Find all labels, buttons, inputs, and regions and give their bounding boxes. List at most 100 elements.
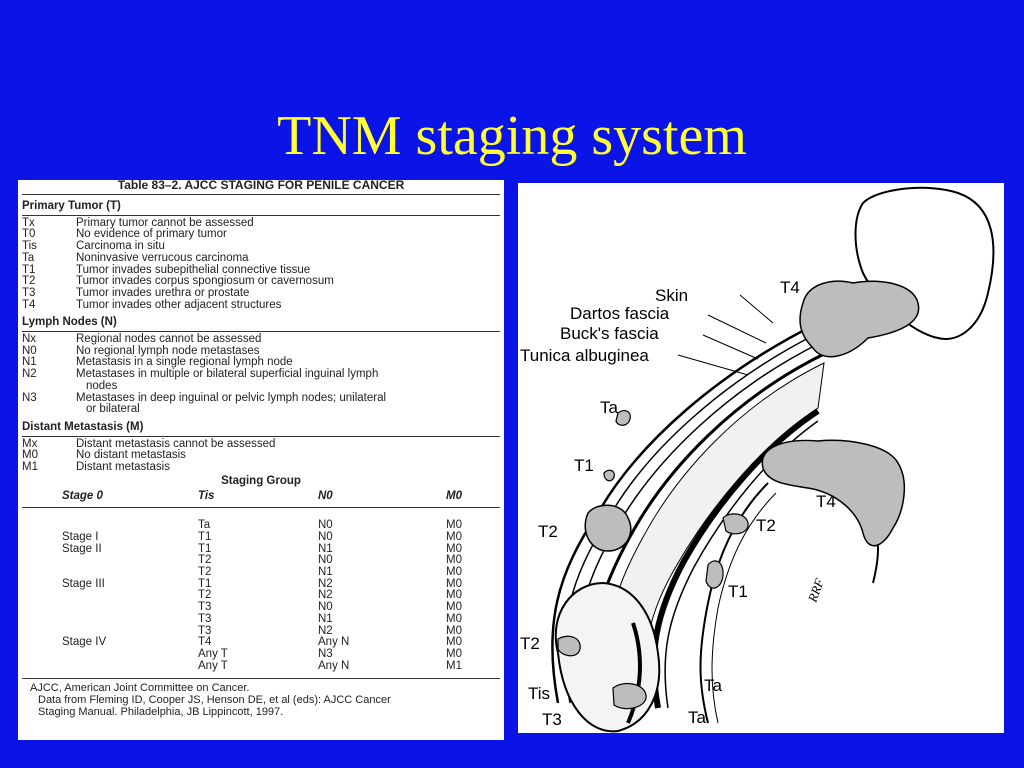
label-ta-lower-1: Ta xyxy=(704,676,723,695)
definition-text: Carcinoma in situ xyxy=(76,240,165,253)
t-cell: T3 xyxy=(198,601,212,614)
stage-cell xyxy=(22,626,198,638)
lymph-nodes-heading: Lymph Nodes (N) xyxy=(22,311,500,333)
definition-code: N3 xyxy=(22,391,37,404)
label-skin: Skin xyxy=(655,286,688,305)
ajcc-staging-table: Table 83–2. AJCC STAGING FOR PENILE CANC… xyxy=(18,180,504,740)
leader-dartos xyxy=(707,314,767,344)
distant-metastasis-heading: Distant Metastasis (M) xyxy=(22,416,500,437)
staging-col-m: M0 xyxy=(446,490,462,503)
definition-code: M1 xyxy=(22,461,38,474)
staging-group-header-row: Stage 0 Tis N0 M0 xyxy=(22,487,500,509)
m-cell: M0 xyxy=(446,612,462,625)
definition-code: T3 xyxy=(22,286,36,299)
definition-code: Mx xyxy=(22,437,38,450)
definition-row: Nx Regional nodes cannot be assessed xyxy=(22,333,500,346)
definition-code: N2 xyxy=(22,368,37,381)
definition-code: T1 xyxy=(22,263,36,276)
label-t1-upper: T1 xyxy=(574,456,594,475)
definition-row: T2 Tumor invades corpus spongiosum or cav… xyxy=(22,276,500,288)
tumor-t4-top xyxy=(799,280,920,358)
t-cell: T2 xyxy=(198,554,212,567)
stage-cell xyxy=(22,555,198,567)
stage-cell xyxy=(22,661,198,673)
t-cell: T4 xyxy=(198,636,212,649)
definition-text: Tumor invades urethra or prostate xyxy=(76,286,250,299)
definition-code: T2 xyxy=(22,275,36,288)
definition-row: M1 Distant metastasis xyxy=(22,461,500,474)
meatus xyxy=(626,622,642,724)
slide-title: TNM staging system xyxy=(277,105,747,167)
m-cell: M0 xyxy=(446,601,462,614)
tumor-ta-upper xyxy=(615,409,631,426)
n-cell: N0 xyxy=(318,519,333,532)
definition-text: Tumor invades other adjacent structures xyxy=(76,298,282,311)
n-cell: N1 xyxy=(318,542,333,555)
label-t4-top: T4 xyxy=(780,278,800,297)
stage-cell xyxy=(22,567,198,579)
staging-group-heading: Staging Group xyxy=(221,474,301,487)
stage-cell xyxy=(22,520,198,532)
stage-cell xyxy=(22,602,198,614)
leader-skin xyxy=(739,294,774,324)
m-cell: M0 xyxy=(446,636,462,649)
leader-bucks xyxy=(702,334,759,360)
label-tunica-albuginea: Tunica albuginea xyxy=(520,346,649,365)
definition-code: Tx xyxy=(22,216,35,229)
definition-text: Distant metastasis xyxy=(76,461,170,474)
n-cell: Any N xyxy=(318,659,350,672)
m-cell: M1 xyxy=(446,659,462,672)
definition-text: Tumor invades corpus spongiosum or caver… xyxy=(76,275,334,288)
definition-text: Regional nodes cannot be assessed xyxy=(76,333,262,346)
definition-code: Nx xyxy=(22,333,37,346)
penis-cross-section-drawing: Skin Dartos fascia Buck's fascia Tunica … xyxy=(520,186,995,733)
tumor-t2-left xyxy=(584,504,632,552)
label-t2-right: T2 xyxy=(756,516,776,535)
definition-continuation: nodes xyxy=(86,379,118,392)
definition-continuation: or bilateral xyxy=(86,403,140,416)
definition-row: T0 No evidence of primary tumor xyxy=(22,229,500,241)
table-footnotes: AJCC, American Joint Committee on Cancer… xyxy=(22,678,500,718)
n-cell: N0 xyxy=(318,530,333,543)
m-cell: M0 xyxy=(446,647,462,660)
tumor-t1-upper xyxy=(603,469,615,482)
footnote-line: AJCC, American Joint Committee on Cancer… xyxy=(30,682,250,695)
definition-code: T0 xyxy=(22,228,36,241)
artist-signature: RRF xyxy=(804,576,827,605)
definition-code: M0 xyxy=(22,449,38,462)
t-cell: T2 xyxy=(198,589,212,602)
tumor-t1-lower xyxy=(705,560,724,589)
m-cell: M0 xyxy=(446,624,462,637)
label-t1-lower: T1 xyxy=(728,582,748,601)
t-cell: Ta xyxy=(198,519,211,532)
t-cell: T3 xyxy=(198,624,212,637)
definition-text: Noninvasive verrucous carcinoma xyxy=(76,251,249,264)
definition-text: No evidence of primary tumor xyxy=(76,228,227,241)
m-cell: M0 xyxy=(446,542,462,555)
stage-cell xyxy=(22,649,198,661)
n-cell: N0 xyxy=(318,554,333,567)
t-cell: T3 xyxy=(198,612,212,625)
definition-row: T3 Tumor invades urethra or prostate xyxy=(22,286,500,300)
n-cell: N1 xyxy=(318,565,333,578)
ventral-skin xyxy=(699,482,769,724)
definition-text: No regional lymph node metastases xyxy=(76,344,260,357)
